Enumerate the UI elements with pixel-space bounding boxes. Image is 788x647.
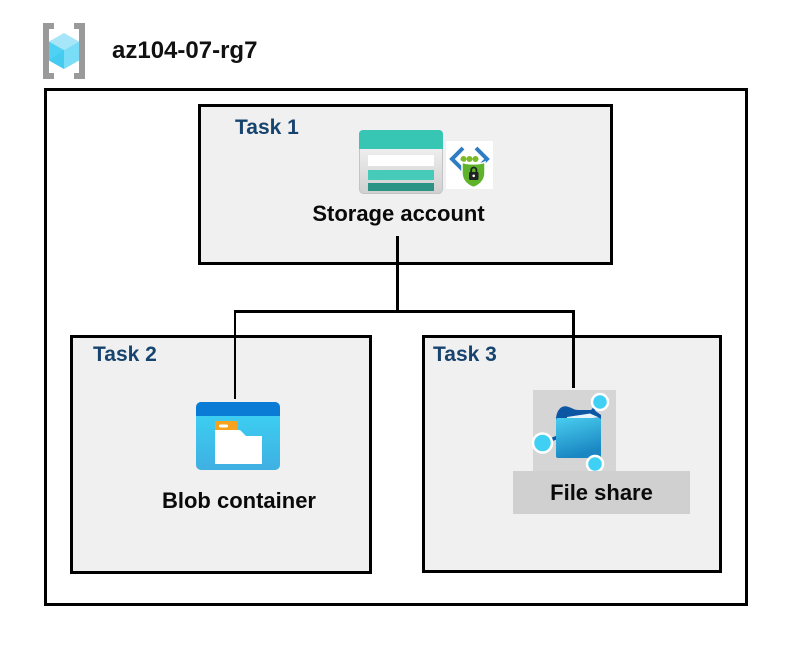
connector-to-blob-container (233, 310, 236, 399)
connector-horizontal (233, 310, 575, 313)
connector-storage-stem (396, 236, 399, 312)
resource-group-header: az104-07-rg7 (36, 20, 257, 82)
file-share-icon (531, 392, 610, 474)
resource-group-icon (43, 23, 85, 79)
task2-box: Task 2 Blob container (70, 335, 372, 574)
file-share-label-chip: File share (513, 471, 690, 514)
file-share-label: File share (550, 479, 653, 505)
storage-account-icon (359, 130, 443, 194)
storage-account-label: Storage account (312, 201, 485, 226)
shared-access-signature-icon (446, 141, 493, 189)
task3-label: Task 3 (433, 343, 497, 366)
connector-to-file-share (572, 310, 575, 388)
blob-container-label: Blob container (161, 488, 316, 513)
blob-container-icon (196, 402, 280, 470)
task1-label: Task 1 (235, 116, 299, 139)
task1-box: Task 1 Storage account (198, 104, 613, 265)
task2-label: Task 2 (93, 343, 157, 366)
resource-group-title: az104-07-rg7 (112, 37, 258, 64)
file-share-icon-background (531, 390, 616, 474)
